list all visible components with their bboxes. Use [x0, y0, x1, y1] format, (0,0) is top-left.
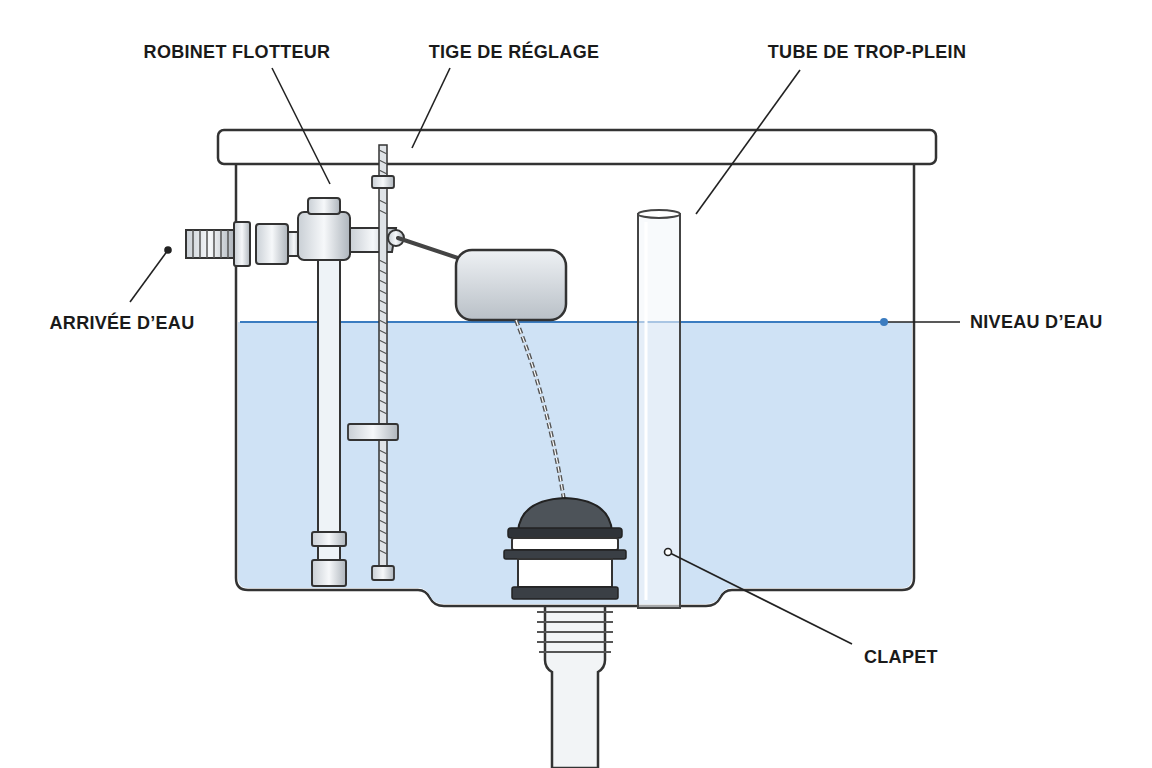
adjustment-rod [348, 145, 404, 580]
flapper-valve-part [518, 559, 612, 587]
leader-lines-part [130, 250, 168, 302]
adjustment-rod-part [372, 176, 394, 188]
adjustment-rod-part [379, 145, 387, 580]
flapper-valve-part [518, 498, 612, 532]
leader-lines-part [272, 68, 330, 184]
leader-lines-part [165, 247, 171, 253]
leader-lines-part [668, 552, 852, 644]
leader-lines-part [665, 549, 672, 556]
tank-lid [218, 130, 936, 164]
fill-valve-part [308, 198, 340, 214]
flapper-valve-part [504, 550, 626, 559]
inlet-fitting-part [256, 224, 288, 264]
part-label: TIGE DE RÉGLAGE [427, 41, 602, 63]
flapper-chain-part [516, 320, 564, 500]
part-label: TUBE DE TROP-PLEIN [766, 41, 968, 63]
flapper-valve-part [508, 528, 622, 538]
inlet-fitting [186, 222, 300, 266]
drain-pipe-part [545, 604, 605, 768]
adjustment-rod-part [379, 150, 387, 554]
part-label: ROBINET FLOTTEUR [142, 41, 333, 63]
tank-lid-part [218, 130, 936, 164]
float-ball [398, 238, 566, 320]
overflow-tube-part [638, 210, 680, 218]
inlet-fitting-part [186, 230, 234, 258]
flapper-valve [504, 498, 626, 599]
overflow-tube [638, 210, 680, 608]
adjustment-rod-part [372, 566, 394, 580]
overflow-tube-part [645, 222, 648, 600]
flapper-chain-part [516, 320, 564, 500]
flapper-chain [516, 320, 564, 500]
part-label: CLAPET [862, 646, 940, 668]
part-label: ARRIVÉE D’EAU [48, 312, 197, 334]
drain-pipe-part [537, 612, 613, 652]
leader-lines [130, 68, 960, 644]
adjustment-rod-part [348, 424, 398, 440]
part-label: NIVEAU D’EAU [968, 311, 1105, 333]
leader-lines-part [696, 70, 800, 214]
leader-lines-part [884, 321, 960, 323]
tank-body [236, 162, 914, 612]
fill-valve-part [298, 212, 350, 260]
fill-valve-part [312, 560, 346, 586]
inlet-fitting-part [234, 222, 250, 266]
inlet-fitting-part [193, 230, 228, 258]
float-ball-part [456, 250, 566, 320]
fill-valve-part [312, 532, 346, 546]
leader-lines-part [880, 318, 888, 326]
flapper-valve-part [512, 538, 618, 550]
overflow-tube-part [638, 214, 680, 608]
drain-pipe [537, 604, 613, 768]
leader-lines-part [412, 68, 450, 148]
flapper-valve-part [512, 587, 618, 599]
